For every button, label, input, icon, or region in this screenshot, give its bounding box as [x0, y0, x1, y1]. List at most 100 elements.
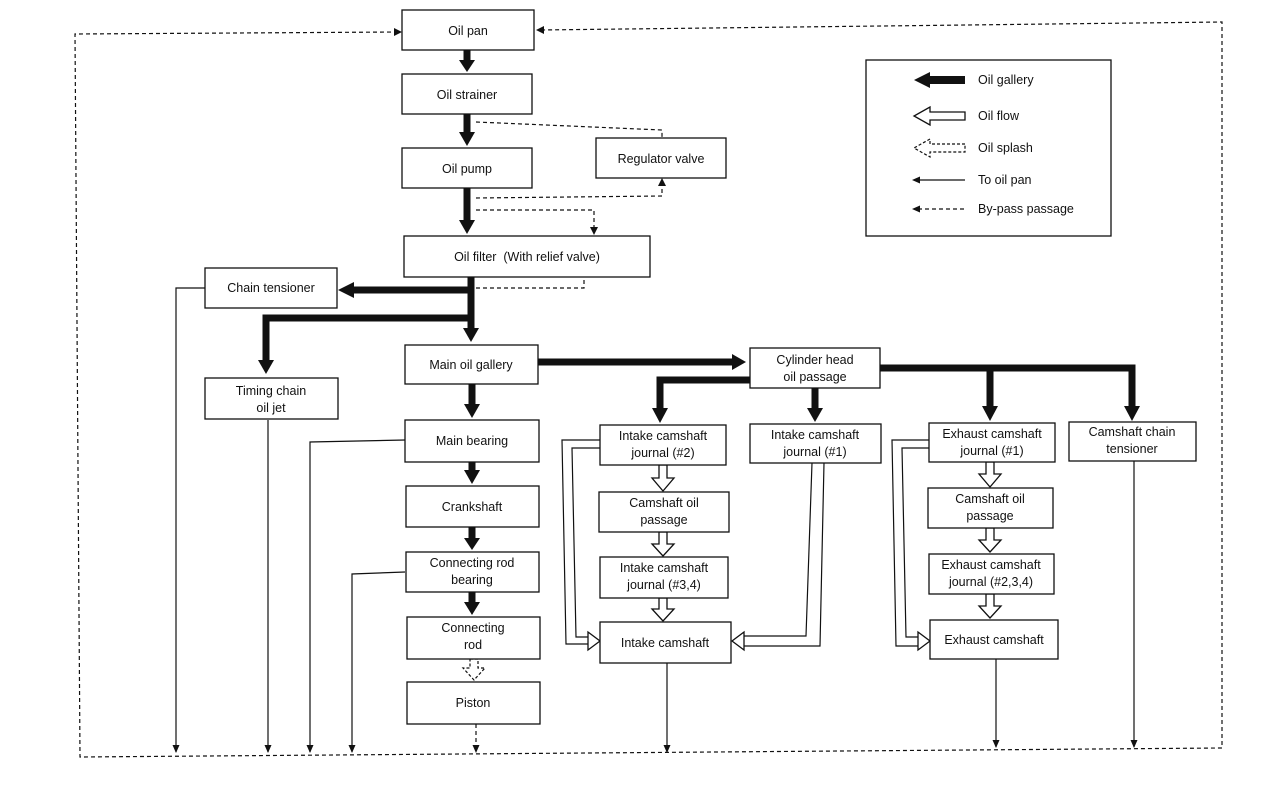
legend-label: Oil flow [978, 109, 1020, 123]
node-label: Connecting rod [430, 556, 515, 570]
node-crankshaft: Crankshaft [405, 485, 540, 528]
node-main-bearing: Main bearing [404, 419, 540, 463]
node-exhaust-camshaft: Exhaust camshaft [929, 619, 1059, 660]
node-label: journal (#3,4) [626, 578, 701, 592]
node-timing-chain-oil-jet: Timing chain oil jet [204, 377, 339, 420]
svg-text:Chain tensioner: Chain tensioner [227, 281, 315, 295]
node-label: passage [966, 509, 1013, 523]
svg-text:Camshaft chain: Camshaft chain [1089, 425, 1176, 439]
node-label: Intake camshaft [620, 561, 709, 575]
node-label: Cylinder head [776, 353, 853, 367]
svg-text:Crankshaft: Crankshaft [442, 500, 503, 514]
legend-label: Oil gallery [978, 73, 1034, 87]
svg-text:Intake camshaft: Intake camshaft [619, 429, 708, 443]
svg-text:Oil strainer: Oil strainer [437, 88, 497, 102]
node-oil-filter: Oil filter (With relief valve) [403, 235, 651, 278]
legend-label: Oil splash [978, 141, 1033, 155]
regulator-bypass-lines [475, 121, 666, 289]
node-label: Main oil gallery [429, 358, 513, 372]
node-label: Intake camshaft [771, 428, 860, 442]
node-intake-camshaft-journal-1: Intake camshaft journal (#1) [749, 423, 882, 464]
node-cylinder-head-oil-passage: Cylinder head oil passage [749, 347, 881, 389]
svg-text:Cylinder head: Cylinder head [776, 353, 853, 367]
node-label: oil passage [783, 370, 846, 384]
node-label: oil jet [256, 401, 286, 415]
svg-text:Timing chain: Timing chain [236, 384, 306, 398]
node-connecting-rod: Connecting rod [406, 616, 541, 660]
oil-flow-arrows [561, 439, 1003, 652]
node-label: journal (#1) [959, 444, 1023, 458]
node-label: Camshaft oil [955, 492, 1024, 506]
node-label: Piston [456, 696, 491, 710]
svg-text:Camshaft oil: Camshaft oil [629, 496, 698, 510]
return-to-pan-lines [172, 287, 1138, 753]
svg-text:oil passage: oil passage [783, 370, 846, 384]
legend-label: By-pass passage [978, 202, 1074, 216]
node-exhaust-camshaft-journal-2-3-4: Exhaust camshaft journal (#2,3,4) [928, 553, 1055, 595]
legend: Oil gallery Oil flow Oil splash To oil p… [865, 59, 1112, 237]
node-label: tensioner [1106, 442, 1157, 456]
svg-text:Oil filter (With relief valve: Oil filter (With relief valve) [454, 250, 600, 264]
node-label: Regulator valve [618, 152, 705, 166]
node-label: Main bearing [436, 434, 508, 448]
node-intake-camshaft-journal-3-4: Intake camshaft journal (#3,4) [599, 556, 729, 599]
node-label: Oil strainer [437, 88, 497, 102]
svg-text:Regulator valve: Regulator valve [618, 152, 705, 166]
svg-text:Intake camshaft: Intake camshaft [621, 636, 710, 650]
node-oil-pump: Oil pump [401, 147, 533, 189]
svg-text:Exhaust camshaft: Exhaust camshaft [944, 633, 1044, 647]
node-label: Chain tensioner [227, 281, 315, 295]
svg-text:Exhaust camshaft: Exhaust camshaft [941, 558, 1041, 572]
node-intake-camshaft-journal-2: Intake camshaft journal (#2) [599, 424, 727, 466]
svg-text:Intake camshaft: Intake camshaft [771, 428, 860, 442]
node-label: Exhaust camshaft [944, 633, 1044, 647]
legend-to-oil-pan: To oil pan [912, 173, 1032, 187]
node-connecting-rod-bearing: Connecting rod bearing [405, 551, 540, 593]
node-label: Oil pan [448, 24, 488, 38]
node-oil-pan: Oil pan [401, 9, 535, 51]
node-label: passage [640, 513, 687, 527]
svg-text:Main bearing: Main bearing [436, 434, 508, 448]
node-piston: Piston [406, 681, 541, 725]
node-label: rod [464, 638, 482, 652]
svg-text:journal (#2,3,4): journal (#2,3,4) [948, 575, 1033, 589]
node-label: Oil pump [442, 162, 492, 176]
node-label: Exhaust camshaft [941, 558, 1041, 572]
node-label: journal (#2) [630, 446, 694, 460]
node-camshaft-oil-passage-exhaust: Camshaft oil passage [927, 487, 1054, 529]
svg-text:bearing: bearing [451, 573, 493, 587]
svg-text:journal (#1): journal (#1) [782, 445, 846, 459]
svg-text:tensioner: tensioner [1106, 442, 1157, 456]
node-label: Exhaust camshaft [942, 427, 1042, 441]
svg-text:Camshaft oil: Camshaft oil [955, 492, 1024, 506]
node-oil-strainer: Oil strainer [401, 73, 533, 115]
node-label: Crankshaft [442, 500, 503, 514]
svg-text:Piston: Piston [456, 696, 491, 710]
node-regulator-valve: Regulator valve [595, 137, 727, 179]
legend-oil-gallery: Oil gallery [914, 72, 1034, 88]
node-main-oil-gallery: Main oil gallery [404, 344, 539, 385]
node-camshaft-chain-tensioner: Camshaft chain tensioner [1068, 421, 1197, 462]
legend-oil-splash: Oil splash [912, 137, 1033, 159]
svg-text:journal (#3,4): journal (#3,4) [626, 578, 701, 592]
bypass-return-loop [74, 21, 1223, 758]
node-label: Camshaft chain [1089, 425, 1176, 439]
svg-text:Oil pump: Oil pump [442, 162, 492, 176]
svg-text:Main oil gallery: Main oil gallery [429, 358, 513, 372]
oil-splash-arrow [461, 658, 487, 681]
svg-text:Connecting: Connecting [441, 621, 504, 635]
node-label: Intake camshaft [619, 429, 708, 443]
svg-text:rod: rod [464, 638, 482, 652]
node-label: Intake camshaft [621, 636, 710, 650]
legend-bypass-passage: By-pass passage [912, 202, 1074, 216]
svg-text:Connecting rod: Connecting rod [430, 556, 515, 570]
svg-text:Intake camshaft: Intake camshaft [620, 561, 709, 575]
node-label: journal (#1) [782, 445, 846, 459]
node-camshaft-oil-passage-intake: Camshaft oil passage [598, 491, 730, 533]
svg-text:journal (#1): journal (#1) [959, 444, 1023, 458]
svg-text:passage: passage [966, 509, 1013, 523]
node-label: Camshaft oil [629, 496, 698, 510]
legend-label: To oil pan [978, 173, 1032, 187]
svg-text:journal (#2): journal (#2) [630, 446, 694, 460]
